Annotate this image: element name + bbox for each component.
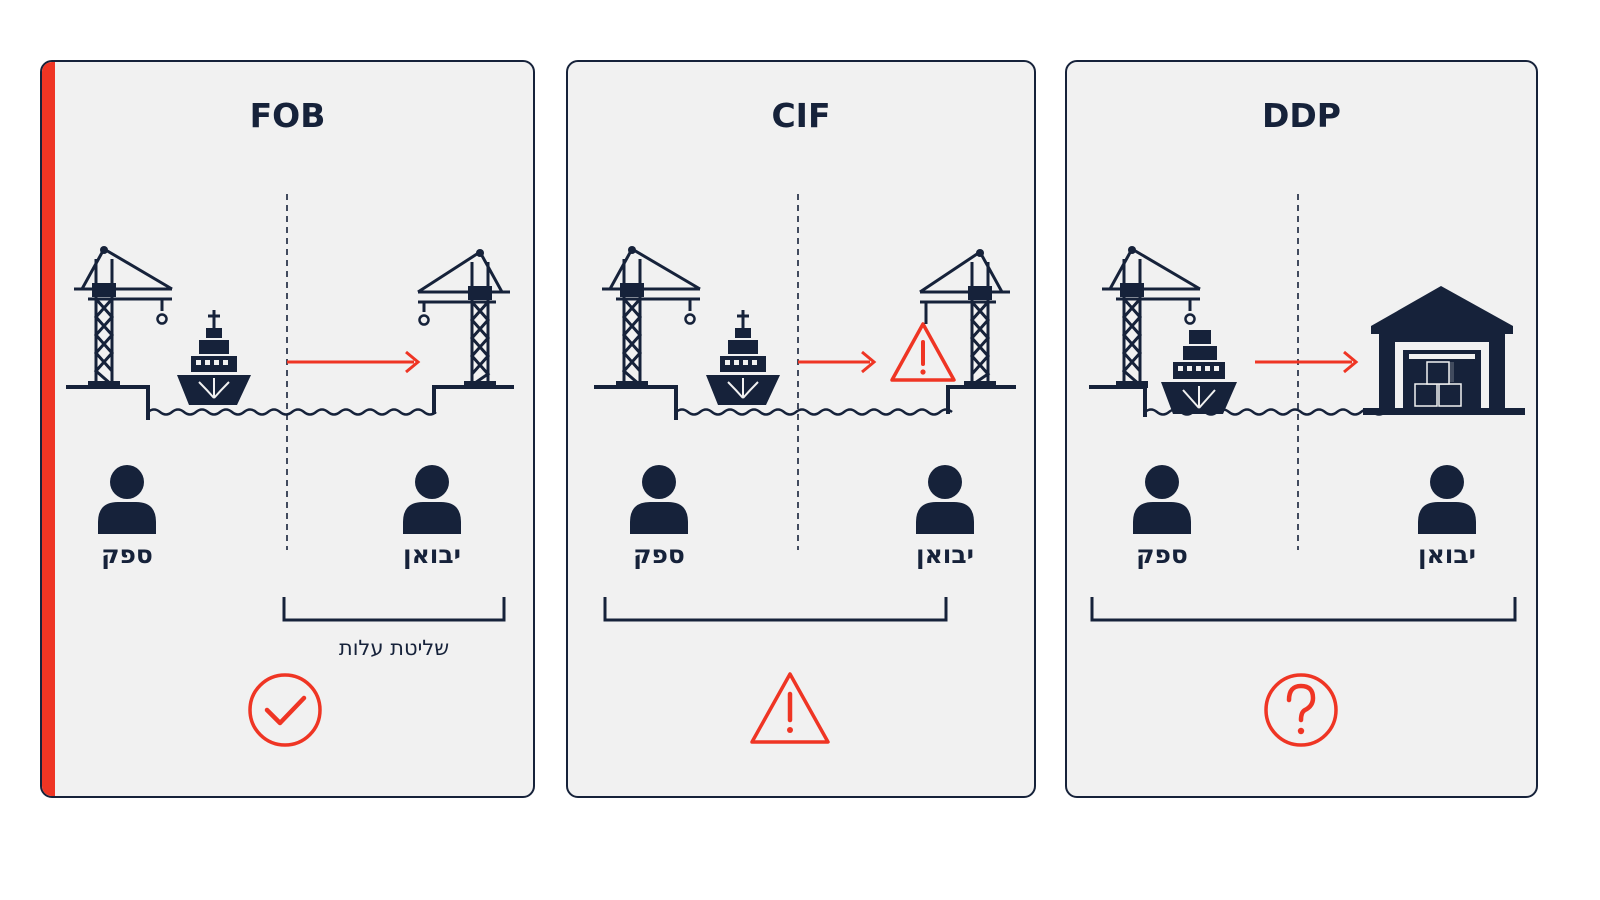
importer-label: יבואן xyxy=(403,540,461,569)
water-line xyxy=(1144,408,1398,416)
origin-quay xyxy=(1089,385,1147,417)
cargo-ship-icon xyxy=(706,310,780,405)
port-crane-icon xyxy=(417,249,510,388)
port-crane-icon xyxy=(1102,246,1201,388)
panel-cif: CIF xyxy=(566,60,1036,798)
flow-arrow xyxy=(1255,350,1359,374)
importer-label: יבואן xyxy=(916,540,974,569)
cif-scene xyxy=(594,194,1016,744)
destination-quay xyxy=(946,385,1016,414)
flow-arrow xyxy=(287,350,421,374)
risk-warning-icon xyxy=(890,322,956,382)
supplier-label: ספק xyxy=(1136,540,1188,569)
importer-person-icon xyxy=(403,465,461,534)
panel-fob: FOB xyxy=(40,60,535,798)
panel-title: FOB xyxy=(249,96,326,135)
panel-title: CIF xyxy=(771,96,831,135)
supplier-person-icon xyxy=(630,465,688,534)
importer-label: יבואן xyxy=(1418,540,1476,569)
cost-control-bracket xyxy=(603,597,948,622)
cost-control-bracket xyxy=(282,597,506,622)
origin-quay xyxy=(66,385,150,420)
supplier-person-icon xyxy=(98,465,156,534)
ddp-scene xyxy=(1089,194,1525,747)
fob-scene xyxy=(66,194,514,747)
panel-ddp: DDP xyxy=(1065,60,1538,798)
cost-control-bracket xyxy=(1090,597,1517,622)
port-crane-icon xyxy=(74,246,173,388)
checkmark-circle-icon xyxy=(248,673,322,747)
panel-title: DDP xyxy=(1262,96,1341,135)
selected-accent-bar xyxy=(42,62,55,796)
warning-triangle-icon xyxy=(750,672,830,744)
port-crane-icon xyxy=(602,246,701,388)
flow-arrow xyxy=(798,350,877,374)
origin-quay xyxy=(594,385,678,420)
cargo-ship-icon xyxy=(1161,330,1237,414)
cargo-ship-icon xyxy=(177,310,251,405)
supplier-person-icon xyxy=(1133,465,1191,534)
warehouse-icon xyxy=(1363,286,1525,415)
port-crane-icon xyxy=(919,249,1010,388)
question-circle-icon xyxy=(1264,673,1338,747)
destination-quay xyxy=(432,385,514,414)
water-line xyxy=(675,408,953,416)
cost-control-label: שליטת עלות xyxy=(338,636,450,660)
supplier-label: ספק xyxy=(101,540,153,569)
importer-person-icon xyxy=(916,465,974,534)
importer-person-icon xyxy=(1418,465,1476,534)
water-line xyxy=(147,408,437,416)
supplier-label: ספק xyxy=(633,540,685,569)
